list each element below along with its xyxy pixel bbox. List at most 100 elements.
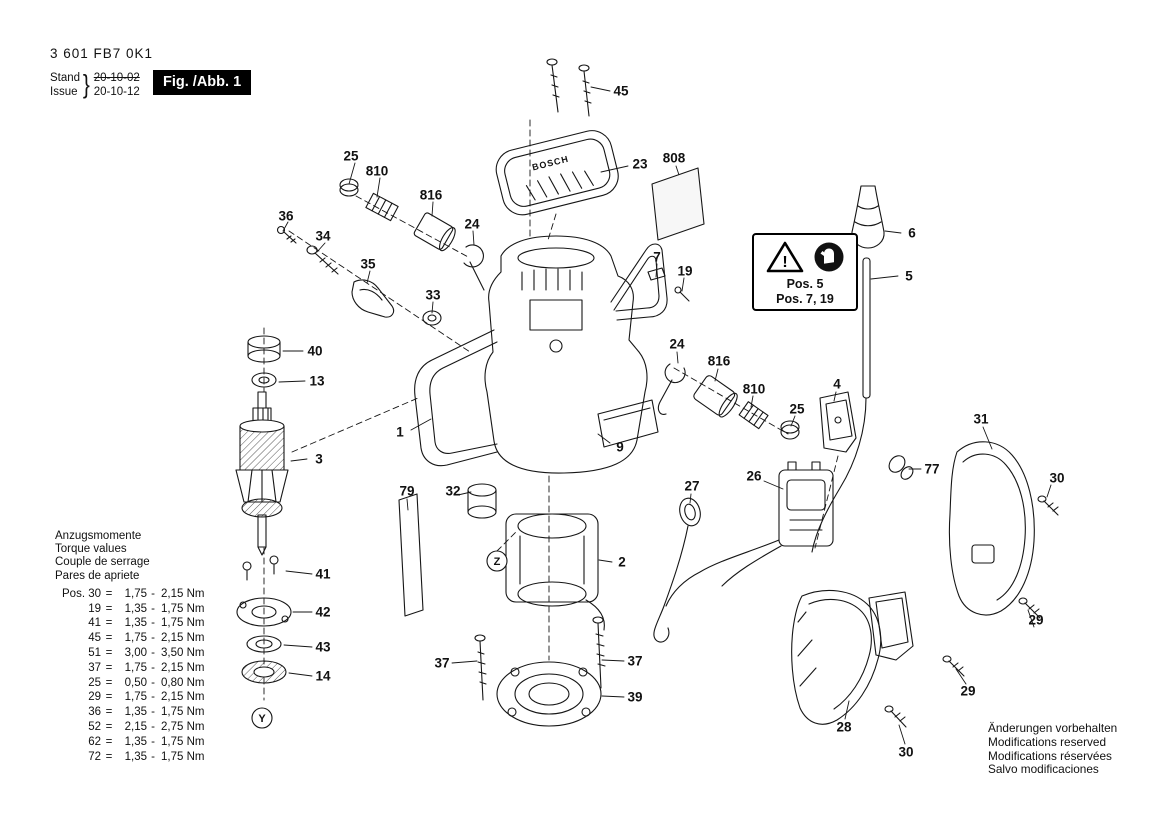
torque-max: 2,15 Nm <box>161 632 205 645</box>
part-label: 816 <box>707 353 731 369</box>
part-label: 810 <box>365 163 389 179</box>
notice-es: Salvo modificaciones <box>988 762 1099 777</box>
symbol-y-badge: Y <box>251 707 273 729</box>
equals-sign: = <box>105 750 113 763</box>
torque-min: 1,35 <box>124 706 147 719</box>
torque-min: 1,75 <box>124 691 147 704</box>
torque-max: 3,50 Nm <box>161 647 205 659</box>
stand-date: 20-10-02 <box>93 71 140 84</box>
notice-en: Modifications reserved <box>988 734 1107 749</box>
figure-label: Fig. /Abb. 1 <box>153 70 252 95</box>
torque-max: 1,75 Nm <box>161 706 205 719</box>
field-stator <box>505 513 605 631</box>
armature <box>235 391 289 556</box>
screws-45 <box>546 58 592 117</box>
part-label: 29 <box>1028 612 1044 628</box>
part-label: 810 <box>742 381 766 397</box>
bolt-34 <box>306 245 339 275</box>
part-label: 42 <box>315 604 331 620</box>
notice-de: Änderungen vorbehalten <box>988 721 1118 735</box>
bearing-40 <box>247 335 281 363</box>
equals-sign: = <box>105 587 113 600</box>
torque-min: 1,35 <box>124 602 147 615</box>
torque-min: 1,35 <box>124 617 147 630</box>
part-label: 43 <box>315 639 331 655</box>
part-label: 41 <box>315 566 331 582</box>
torque-min: 1,75 <box>124 587 147 600</box>
torque-title-de: Anzugsmomente <box>55 530 142 542</box>
grommet-27 <box>679 497 701 527</box>
drawing-header: 3 601 FB7 0K1 Stand Issue } 20-10-02 20-… <box>50 46 153 100</box>
torque-table: Anzugsmomente Torque values Couple de se… <box>55 530 217 764</box>
torque-max: 1,75 Nm <box>161 617 205 630</box>
svg-text:Z: Z <box>494 556 501 568</box>
equals-sign: = <box>105 691 113 704</box>
part-label: 1 <box>396 424 404 440</box>
part-label: 19 <box>677 263 693 279</box>
torque-max: 1,75 Nm <box>161 735 205 748</box>
nut-25-right <box>780 420 800 440</box>
screw-19 <box>674 286 690 302</box>
warning-pos-line2: Pos. 7, 19 <box>776 292 834 306</box>
torque-pos: 51 <box>88 647 101 659</box>
nut-33 <box>422 310 442 326</box>
equals-sign: = <box>105 735 113 748</box>
part-label: 35 <box>360 256 376 272</box>
part-label: 28 <box>836 719 852 735</box>
part-label: 37 <box>627 653 643 669</box>
torque-min: 3,00 <box>124 647 147 659</box>
brand-logo: BOSCH <box>531 154 570 173</box>
dash: - <box>151 735 155 748</box>
torque-min: 1,35 <box>124 750 147 763</box>
torque-max: 0,80 Nm <box>161 676 205 689</box>
issue-label: Issue <box>50 85 78 98</box>
ring-24-left <box>463 244 485 291</box>
equals-sign: = <box>105 647 113 659</box>
part-label: 25 <box>343 148 359 164</box>
revision-brace: } <box>82 69 90 99</box>
dash: - <box>151 720 155 733</box>
screws-41 <box>242 555 279 581</box>
warning-pos-line1: Pos. 5 <box>786 277 824 291</box>
dash: - <box>151 647 155 659</box>
guide-rod-5 <box>862 257 871 399</box>
torque-max: 1,75 Nm <box>161 750 205 763</box>
torque-pos: Pos. 30 <box>62 587 101 600</box>
torque-pos: 52 <box>88 720 101 733</box>
torque-max: 1,75 Nm <box>161 602 205 615</box>
warning-triangle-icon: ! <box>766 241 804 273</box>
dash: - <box>151 602 155 615</box>
part-label: 4 <box>833 376 841 392</box>
sleeve-32 <box>467 483 497 519</box>
holder-816-right <box>693 375 738 418</box>
part-label: 6 <box>908 225 916 241</box>
nut-25-left <box>339 178 359 197</box>
torque-pos: 37 <box>88 661 101 674</box>
dash: - <box>151 632 155 645</box>
lever-35 <box>351 279 395 318</box>
equals-sign: = <box>105 706 113 719</box>
torque-pos: 62 <box>88 735 101 748</box>
torque-min: 1,75 <box>124 661 147 674</box>
stand-label: Stand <box>50 71 81 84</box>
part-label: 77 <box>924 461 940 477</box>
symbol-z-badge: Z <box>486 550 508 572</box>
connector-77 <box>888 455 914 480</box>
bearing-13 <box>251 372 277 388</box>
torque-max: 2,15 Nm <box>161 587 205 600</box>
guard-28 <box>791 589 914 725</box>
torque-pos: 19 <box>88 602 101 615</box>
base-ring <box>496 661 602 727</box>
part-label: 24 <box>464 216 480 232</box>
dash: - <box>151 617 155 630</box>
screw-30-bottom <box>884 705 907 728</box>
notice-fr: Modifications réservées <box>988 748 1112 763</box>
part-label: 14 <box>315 668 331 684</box>
model-number: 3 601 FB7 0K1 <box>50 46 154 61</box>
part-label: 32 <box>445 483 461 499</box>
part-label: 5 <box>905 268 913 284</box>
part-label: 2 <box>618 554 626 570</box>
part-label: 29 <box>960 683 976 699</box>
torque-pos: 25 <box>88 676 101 689</box>
